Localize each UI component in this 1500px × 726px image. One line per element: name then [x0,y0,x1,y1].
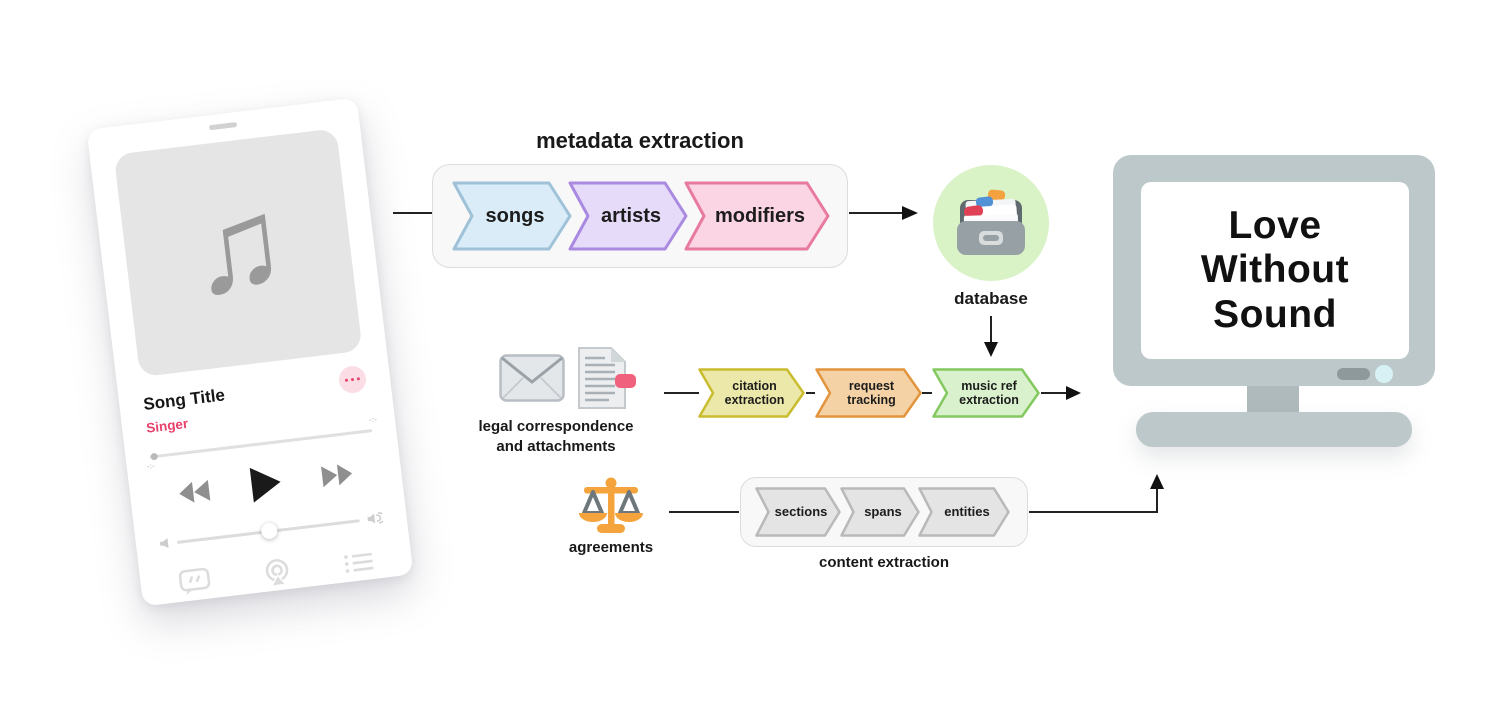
progress-scrubber[interactable] [150,452,159,461]
scales-icon [579,477,643,533]
screen-text-line1: Love [1228,204,1322,248]
screen-text-line3: Sound [1213,292,1337,336]
volume-thumb[interactable] [260,521,278,540]
legal-source-label-line1: legal correspondence [478,418,634,435]
volume-high-icon [367,512,384,524]
more-options-button[interactable] [337,364,368,395]
album-art: ♫ [113,128,363,378]
music-note-icon: ♫ [181,169,294,323]
volume-low-icon [159,538,169,549]
monitor-power-light [1375,365,1393,383]
rewind-button[interactable] [177,478,211,505]
song-title: Song Title [142,384,226,414]
stage-modifiers: modifiers [684,181,830,251]
music-player-card: ♫ Song Title Singer -:- -:- [86,97,414,607]
remaining-time-mark: -:- [368,414,378,425]
stage-entities: entities [918,487,1010,537]
card-file-box-icon [957,189,1025,255]
stage-sections: sections [755,487,841,537]
monitor-stand [1247,386,1299,414]
legal-source-label-line2: and attachments [496,438,616,456]
stage-songs: songs [452,181,572,251]
screen-text-line2: Without [1200,248,1350,292]
monitor-base [1136,412,1412,447]
elapsed-time-mark: -:- [146,461,156,471]
drag-handle [208,121,238,131]
volume-slider[interactable] [176,518,360,544]
airplay-icon[interactable] [261,557,294,587]
lyrics-icon[interactable] [177,566,212,597]
content-pipeline-title: content extraction [818,554,950,571]
queue-icon[interactable] [342,549,374,574]
stage-artists: artists [568,181,688,251]
monitor-button[interactable] [1337,368,1370,380]
envelope-icon [499,354,565,402]
document-icon [578,347,636,409]
stage-spans: spans [840,487,920,537]
database-label: database [954,289,1028,308]
forward-button[interactable] [320,461,354,488]
play-button[interactable] [249,464,283,503]
agreements-label: agreements [568,539,654,556]
metadata-pipeline-title: metadata extraction [536,128,744,153]
monitor-screen: Love Without Sound [1141,182,1409,359]
database-node [933,165,1049,281]
progress-bar[interactable]: -:- -:- [146,414,377,471]
